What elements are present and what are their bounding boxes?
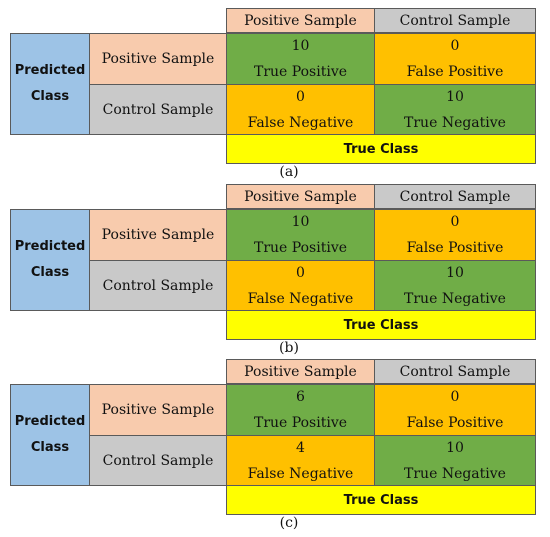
row-header-positive: Positive Sample xyxy=(89,384,227,436)
row-header-control: Control Sample xyxy=(89,260,227,311)
cell-value: 10 xyxy=(446,439,464,456)
cell-label: True Positive xyxy=(253,415,348,431)
cell-false-positive: 0 False Positive xyxy=(374,209,536,261)
col-header-control: Control Sample xyxy=(374,359,536,384)
cell-label: False Positive xyxy=(406,415,504,431)
cell-false-negative: 4 False Negative xyxy=(226,435,375,486)
cell-true-positive: 10 True Positive xyxy=(226,33,375,85)
cell-value: 0 xyxy=(450,38,460,54)
predicted-label-line1: Predicted xyxy=(14,239,86,254)
panel-caption: (a) xyxy=(279,164,299,180)
predicted-label-line1: Predicted xyxy=(14,63,86,78)
cell-label: False Positive xyxy=(406,64,504,80)
cell-value: 10 xyxy=(291,214,310,230)
cell-true-negative: 10 True Negative xyxy=(374,84,536,135)
cell-value: 0 xyxy=(450,214,460,230)
cell-label: False Negative xyxy=(247,465,354,482)
cell-value: 0 xyxy=(296,88,305,105)
predicted-class-label: Predicted Class xyxy=(10,209,90,311)
confusion-matrix-panel-b: Positive Sample Control Sample Predicted… xyxy=(0,184,550,362)
true-class-bar: True Class xyxy=(226,310,536,340)
cell-value: 0 xyxy=(296,264,305,281)
cell-value: 4 xyxy=(296,439,305,456)
predicted-class-label: Predicted Class xyxy=(10,33,90,135)
cell-label: True Positive xyxy=(253,64,348,80)
cell-true-negative: 10 True Negative xyxy=(374,260,536,311)
confusion-matrix-panel-c: Positive Sample Control Sample Predicted… xyxy=(0,359,550,537)
predicted-label-line2: Class xyxy=(30,265,70,280)
predicted-label-line1: Predicted xyxy=(14,414,86,429)
cell-true-negative: 10 True Negative xyxy=(374,435,536,486)
row-header-control: Control Sample xyxy=(89,84,227,135)
cell-true-positive: 6 True Positive xyxy=(226,384,375,436)
predicted-label-line2: Class xyxy=(30,89,70,104)
cell-label: False Positive xyxy=(406,240,504,256)
cell-true-positive: 10 True Positive xyxy=(226,209,375,261)
cell-value: 6 xyxy=(296,389,305,405)
cell-label: False Negative xyxy=(247,114,354,131)
cell-value: 10 xyxy=(446,264,464,281)
row-header-positive: Positive Sample xyxy=(89,33,227,85)
col-header-positive: Positive Sample xyxy=(226,8,375,33)
predicted-label-line2: Class xyxy=(30,440,70,455)
cell-false-positive: 0 False Positive xyxy=(374,33,536,85)
cell-label: True Positive xyxy=(253,240,348,256)
cell-label: False Negative xyxy=(247,290,354,307)
col-header-positive: Positive Sample xyxy=(226,184,375,209)
true-class-bar: True Class xyxy=(226,485,536,515)
cell-label: True Negative xyxy=(404,290,506,307)
cell-false-negative: 0 False Negative xyxy=(226,84,375,135)
col-header-control: Control Sample xyxy=(374,8,536,33)
cell-value: 10 xyxy=(291,38,310,54)
cell-false-positive: 0 False Positive xyxy=(374,384,536,436)
predicted-class-label: Predicted Class xyxy=(10,384,90,486)
panel-caption: (b) xyxy=(279,340,299,356)
true-class-bar: True Class xyxy=(226,134,536,164)
col-header-control: Control Sample xyxy=(374,184,536,209)
confusion-matrix-panel-a: Positive Sample Control Sample Predicted… xyxy=(0,8,550,186)
panel-caption: (c) xyxy=(279,515,299,531)
cell-value: 0 xyxy=(450,389,460,405)
cell-label: True Negative xyxy=(404,465,506,482)
row-header-control: Control Sample xyxy=(89,435,227,486)
cell-false-negative: 0 False Negative xyxy=(226,260,375,311)
row-header-positive: Positive Sample xyxy=(89,209,227,261)
col-header-positive: Positive Sample xyxy=(226,359,375,384)
cell-label: True Negative xyxy=(404,114,506,131)
cell-value: 10 xyxy=(446,88,464,105)
